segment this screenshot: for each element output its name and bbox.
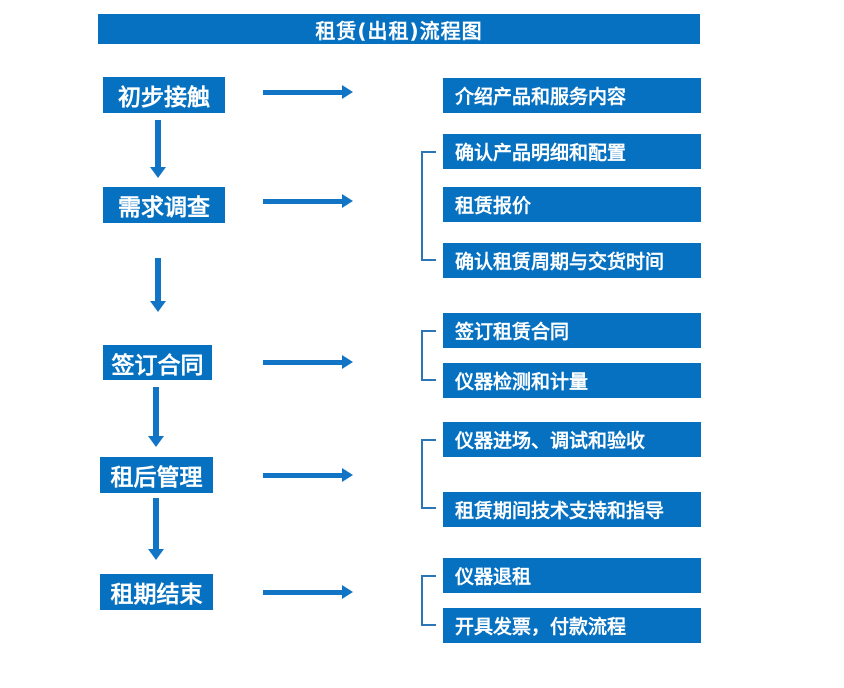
- arrow-head-icon: [150, 167, 166, 178]
- arrow-shaft: [263, 90, 344, 95]
- arrow-shaft: [153, 387, 159, 437]
- stage-box-post-rental-management: 租后管理: [100, 457, 213, 493]
- detail-box-rental-quotation: 租赁报价: [443, 187, 701, 222]
- bracket-rental-end-group: [421, 575, 436, 626]
- bracket-post-rental-group: [421, 439, 436, 509]
- detail-box-confirm-period-delivery: 确认租赁周期与交货时间: [443, 243, 701, 278]
- arrow-shaft: [155, 120, 161, 168]
- arrow-right-5: [263, 585, 353, 599]
- detail-box-technical-support: 租赁期间技术支持和指导: [443, 492, 701, 527]
- arrow-shaft: [153, 498, 159, 550]
- detail-box-introduce-products: 介绍产品和服务内容: [443, 78, 701, 113]
- arrow-head-icon: [342, 85, 353, 99]
- bracket-sign-contract-group: [421, 330, 436, 381]
- detail-box-invoice-payment: 开具发票，付款流程: [443, 608, 701, 643]
- detail-box-sign-rental-contract: 签订租赁合同: [443, 313, 701, 348]
- arrow-head-icon: [148, 436, 164, 447]
- arrow-shaft: [263, 473, 344, 478]
- arrow-down-4: [148, 498, 164, 560]
- arrow-down-1: [150, 120, 166, 178]
- arrow-shaft: [155, 258, 161, 302]
- stage-box-initial-contact: 初步接触: [103, 77, 225, 113]
- detail-box-instrument-testing: 仪器检测和计量: [443, 363, 701, 398]
- arrow-shaft: [263, 360, 344, 365]
- arrow-down-2: [150, 258, 166, 312]
- arrow-right-4: [263, 468, 353, 482]
- arrow-right-2: [263, 194, 353, 208]
- arrow-head-icon: [148, 549, 164, 560]
- arrow-down-3: [148, 387, 164, 447]
- arrow-head-icon: [342, 468, 353, 482]
- arrow-shaft: [263, 199, 344, 204]
- arrow-shaft: [263, 590, 344, 595]
- arrow-head-icon: [150, 301, 166, 312]
- detail-box-confirm-product-config: 确认产品明细和配置: [443, 134, 701, 169]
- arrow-right-1: [263, 85, 353, 99]
- flowchart-title: 租赁(出租)流程图: [98, 14, 700, 44]
- arrow-head-icon: [342, 194, 353, 208]
- stage-box-demand-survey: 需求调查: [103, 187, 225, 223]
- bracket-demand-survey-group: [421, 151, 436, 261]
- detail-box-instrument-return: 仪器退租: [443, 558, 701, 593]
- arrow-head-icon: [342, 355, 353, 369]
- stage-box-rental-end: 租期结束: [100, 574, 213, 610]
- arrow-right-3: [263, 355, 353, 369]
- detail-box-instrument-setup-acceptance: 仪器进场、调试和验收: [443, 422, 701, 457]
- stage-box-sign-contract: 签订合同: [103, 345, 212, 380]
- arrow-head-icon: [342, 585, 353, 599]
